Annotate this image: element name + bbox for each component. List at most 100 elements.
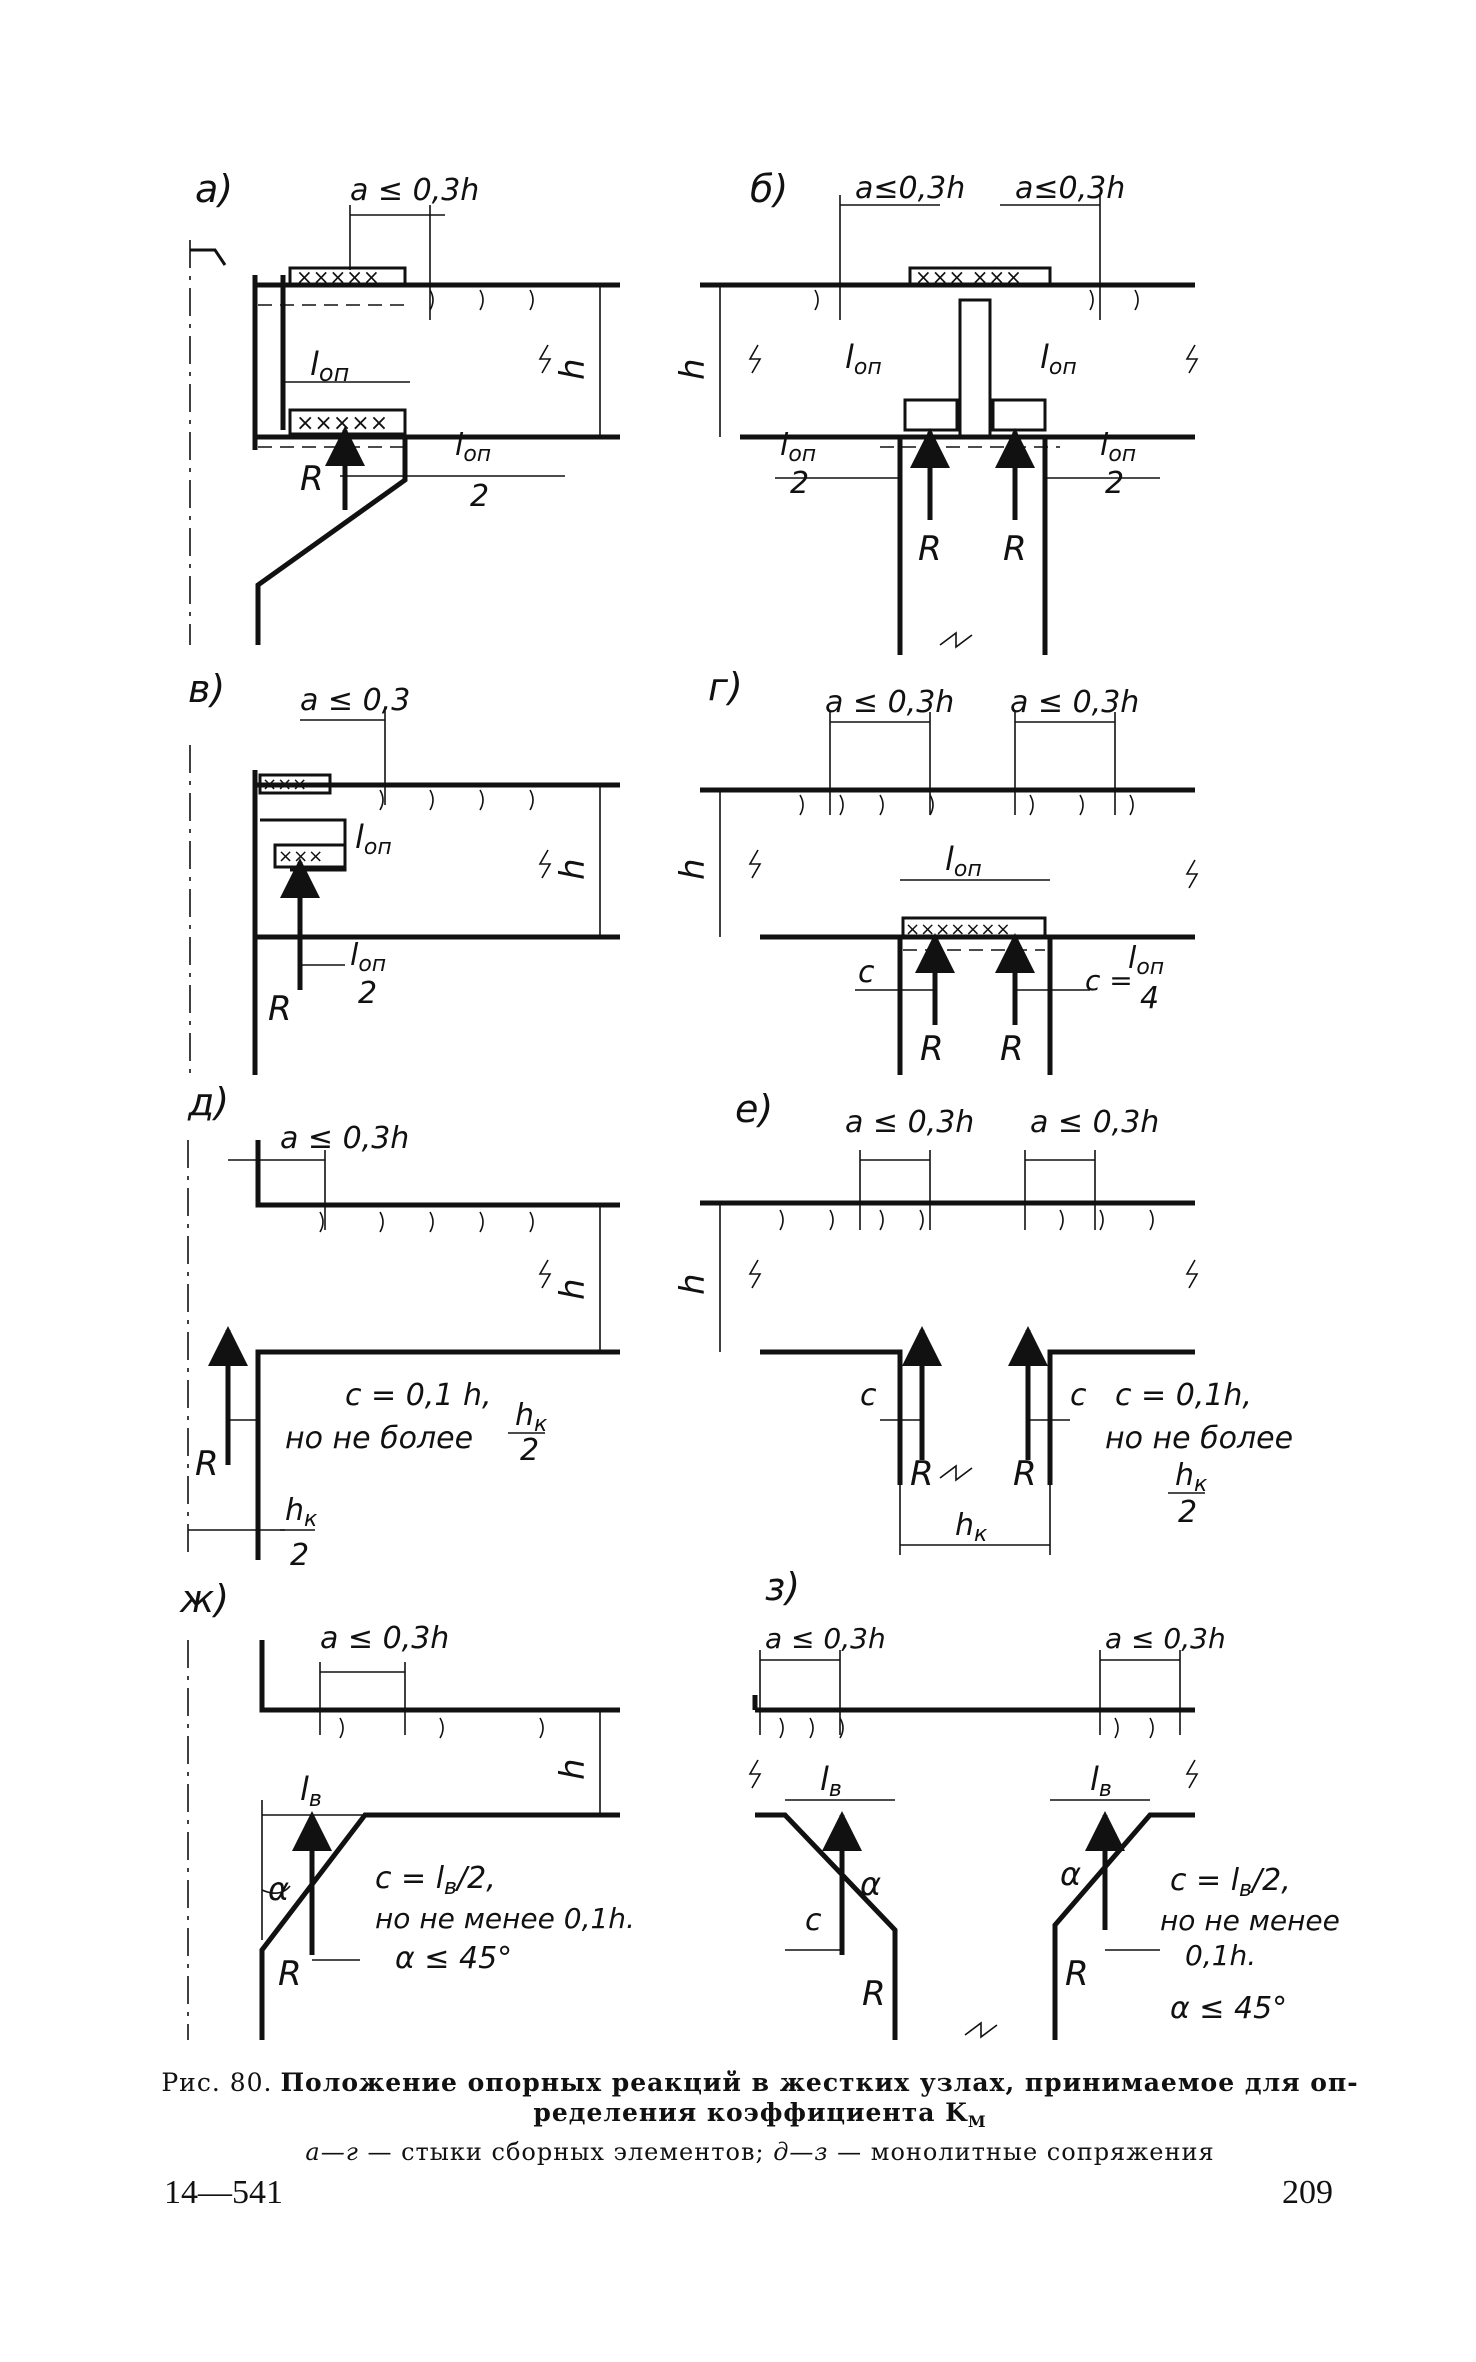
svg-text:h: h xyxy=(673,1273,713,1295)
svg-text:0,1h.: 0,1h. xyxy=(1185,1939,1256,1972)
svg-text:R: R xyxy=(278,1954,302,1994)
panel-g: г) ××××××× h a ≤ 0,3h a ≤ 0,3h lоп c c =… xyxy=(673,665,1199,1075)
svg-text:4: 4 xyxy=(1140,981,1159,1016)
svg-text:2: 2 xyxy=(790,466,809,501)
caption-title-line2: ределения коэффициента K xyxy=(533,2098,968,2127)
svg-text:но не более: но не более xyxy=(285,1421,473,1456)
panel-z-label: з) xyxy=(765,1565,800,1609)
svg-text:lоп: lоп xyxy=(310,345,349,387)
svg-text:R: R xyxy=(1000,1029,1024,1069)
panel-a-weld-top xyxy=(288,266,407,288)
svg-text:×××××: ××××× xyxy=(296,411,388,436)
panel-a-a-limit: a ≤ 0,3h xyxy=(350,173,479,208)
svg-text:c: c xyxy=(858,955,875,990)
panel-e-a-limit-1: a ≤ 0,3h xyxy=(845,1105,974,1140)
svg-text:h: h xyxy=(673,858,713,880)
panel-a: а) ××××× ××××× h a ≤ 0,3h lоп l xyxy=(189,167,620,645)
panel-e-beam-bottom-left xyxy=(760,1349,903,1485)
svg-text:h: h xyxy=(553,1758,593,1780)
svg-text:hк: hк xyxy=(1175,1458,1208,1497)
panel-z: з) a ≤ 0,3h a ≤ 0,3h lв lв α α c R R c =… xyxy=(748,1565,1340,2040)
svg-text:hк: hк xyxy=(955,1508,988,1547)
panel-e: е) h a ≤ 0,3h a ≤ 0,3h R R c c c = 0,1h,… xyxy=(673,1087,1293,1555)
svg-text:lв: lв xyxy=(300,1770,322,1812)
svg-text:lоп: lоп xyxy=(845,338,882,380)
svg-text:××× ×××: ××× ××× xyxy=(915,265,1022,289)
svg-text:α ≤ 45°: α ≤ 45° xyxy=(1170,1991,1287,2026)
svg-text:2: 2 xyxy=(520,1433,539,1468)
svg-text:c: c xyxy=(860,1378,877,1413)
panel-zh: ж) h a ≤ 0,3h lв α R c = lв/2, но не мен… xyxy=(179,1577,635,2040)
svg-text:2: 2 xyxy=(290,1538,309,1573)
footer-signature: 14—541 xyxy=(164,2174,283,2211)
svg-text:c = lв/2,: c = lв/2, xyxy=(375,1861,496,1900)
panel-g-a-limit-1: a ≤ 0,3h xyxy=(825,685,954,720)
panel-d-a-limit: a ≤ 0,3h xyxy=(280,1121,409,1156)
svg-text:R: R xyxy=(918,529,942,569)
panel-g-label: г) xyxy=(708,665,743,709)
panel-z-a-limit-2: a ≤ 0,3h xyxy=(1105,1622,1226,1655)
page-number: 209 xyxy=(1282,2174,1333,2211)
svg-text:×××××: ××××× xyxy=(296,265,380,289)
panel-b-a-limit-2: a≤0,3h xyxy=(1015,171,1125,206)
svg-text:lоп: lоп xyxy=(780,428,816,467)
svg-text:lоп: lоп xyxy=(350,938,386,977)
svg-text:R: R xyxy=(268,989,292,1029)
panel-zh-a-limit: a ≤ 0,3h xyxy=(320,1621,449,1656)
panel-a-label: а) xyxy=(195,167,233,211)
panel-e-label: е) xyxy=(735,1087,773,1131)
panel-b-label: б) xyxy=(750,167,788,211)
caption-title-subscript: М xyxy=(967,2112,987,2131)
panel-d-label: д) xyxy=(187,1080,229,1124)
svg-text:hк: hк xyxy=(515,1398,548,1437)
panel-a-R: R xyxy=(300,459,324,499)
svg-text:h: h xyxy=(553,858,593,880)
panel-b-a-limit-1: a≤0,3h xyxy=(855,171,965,206)
panel-a-bracket xyxy=(255,437,408,645)
svg-text:α: α xyxy=(1060,1855,1081,1893)
panel-d-beam-bottom xyxy=(255,1349,620,1560)
panel-e-beam-bottom-right xyxy=(1047,1349,1195,1485)
svg-text:R: R xyxy=(862,1974,886,2014)
panel-v-label: в) xyxy=(188,667,225,711)
svg-text:×××: ××× xyxy=(262,774,307,795)
svg-text:lоп: lоп xyxy=(945,840,982,882)
svg-text:lоп: lоп xyxy=(455,428,491,467)
svg-text:2: 2 xyxy=(1105,466,1124,501)
panel-d: д) h a ≤ 0,3h R c = 0,1 h, но не более h… xyxy=(187,1080,620,1573)
svg-text:но не более: но не более xyxy=(1105,1421,1293,1456)
svg-text:R: R xyxy=(1065,1954,1089,1994)
svg-text:2: 2 xyxy=(358,976,377,1011)
svg-text:h: h xyxy=(673,358,713,380)
svg-text:c: c xyxy=(1070,1378,1087,1413)
panel-zh-beam-top xyxy=(259,1640,620,1713)
panel-a-column-outline xyxy=(190,248,227,266)
svg-text:c = 0,1h,: c = 0,1h, xyxy=(1115,1378,1252,1413)
figure-legend: а—г — стыки сборных элементов; д—з — мон… xyxy=(305,2138,1215,2166)
svg-text:h: h xyxy=(553,1278,593,1300)
svg-text:R: R xyxy=(1003,529,1027,569)
caption-title-line1: Положение опорных реакций в жестких узла… xyxy=(280,2068,1359,2097)
svg-text:c: c xyxy=(805,1903,822,1938)
panel-v-a-limit: a ≤ 0,3 xyxy=(300,683,410,718)
svg-text:c =: c = xyxy=(1085,964,1133,997)
figure-80: а) ××××× ××××× h a ≤ 0,3h lоп l xyxy=(179,167,1340,2040)
svg-text:α ≤ 45°: α ≤ 45° xyxy=(395,1941,512,1976)
svg-text:lоп: lоп xyxy=(1100,428,1136,467)
svg-text:hк: hк xyxy=(285,1493,318,1532)
svg-text:lоп: lоп xyxy=(355,818,392,860)
svg-text:c = 0,1 h,: c = 0,1 h, xyxy=(345,1378,492,1413)
svg-text:R: R xyxy=(1013,1454,1037,1494)
svg-text:c = lв/2,: c = lв/2, xyxy=(1170,1863,1291,1902)
svg-text:2: 2 xyxy=(470,479,489,514)
panel-zh-label: ж) xyxy=(179,1577,229,1621)
svg-text:α: α xyxy=(268,1870,289,1908)
panel-e-a-limit-2: a ≤ 0,3h xyxy=(1030,1105,1159,1140)
panel-d-beam-top xyxy=(255,1140,620,1208)
svg-text:lв: lв xyxy=(820,1760,842,1802)
svg-text:h: h xyxy=(553,358,593,380)
panel-b-joint xyxy=(958,298,992,439)
svg-text:×××××××: ××××××× xyxy=(905,919,1011,940)
svg-text:lоп: lоп xyxy=(1128,941,1164,980)
